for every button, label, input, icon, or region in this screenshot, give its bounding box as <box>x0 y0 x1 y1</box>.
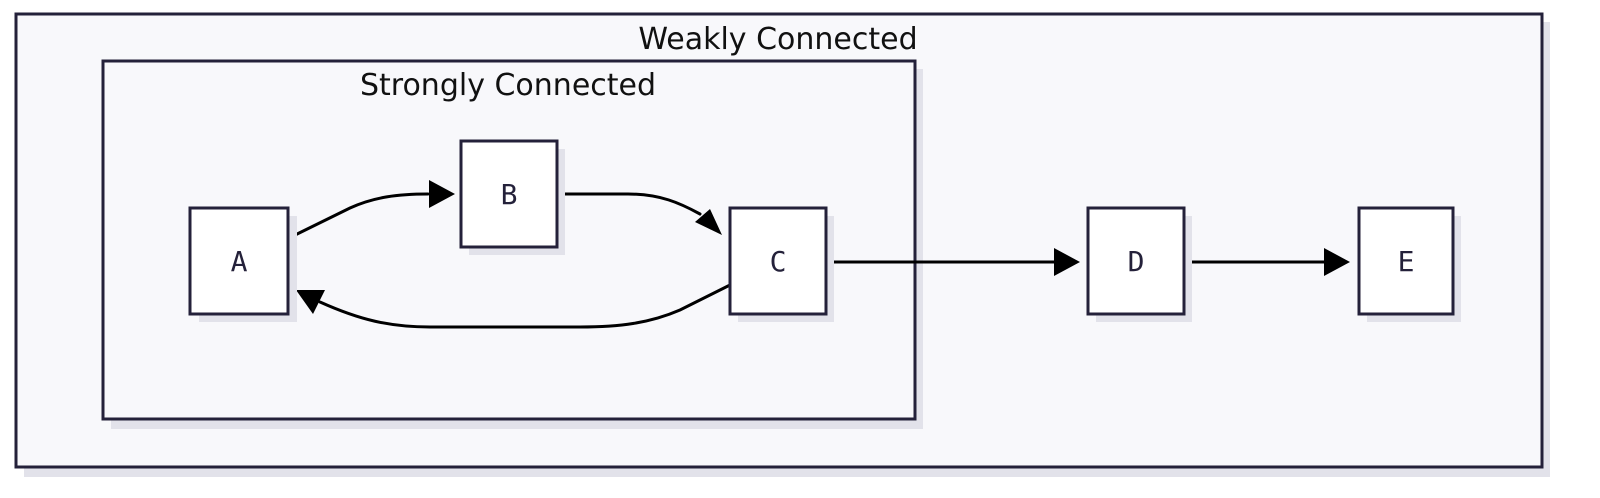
strongly-connected-label: Strongly Connected <box>360 68 656 103</box>
node-d-label: D <box>1128 245 1145 278</box>
node-b-box <box>459 139 559 249</box>
node-c: C <box>728 206 834 322</box>
node-b-label: B <box>501 178 518 211</box>
node-e: E <box>1357 206 1461 322</box>
edge-b-to-c-arrowhead <box>695 209 722 235</box>
edges <box>287 180 1350 329</box>
edge-d-to-e <box>1184 248 1350 276</box>
node-e-box <box>1357 206 1455 316</box>
node-a-label: A <box>231 245 248 278</box>
node-c-label: C <box>770 245 787 278</box>
edge-d-to-e-arrowhead <box>1324 248 1350 276</box>
node-a-box <box>188 206 290 316</box>
node-a: A <box>188 206 297 322</box>
node-b: B <box>459 139 565 255</box>
node-d: D <box>1086 206 1192 322</box>
node-c-box <box>728 206 828 316</box>
edge-c-to-a <box>296 283 732 329</box>
edge-a-to-b-line <box>287 192 430 240</box>
edge-c-to-d <box>826 248 1080 276</box>
edge-c-to-a-line <box>318 283 732 329</box>
edge-b-to-c-line <box>556 192 702 216</box>
node-e-label: E <box>1398 245 1415 278</box>
edge-a-to-b-arrowhead <box>429 180 455 208</box>
edge-c-to-a-arrowhead <box>296 290 325 314</box>
node-d-box <box>1086 206 1186 316</box>
edge-a-to-b <box>287 180 455 240</box>
edge-b-to-c <box>556 192 722 235</box>
edge-c-to-d-arrowhead <box>1054 248 1080 276</box>
weakly-connected-label: Weakly Connected <box>638 22 917 57</box>
